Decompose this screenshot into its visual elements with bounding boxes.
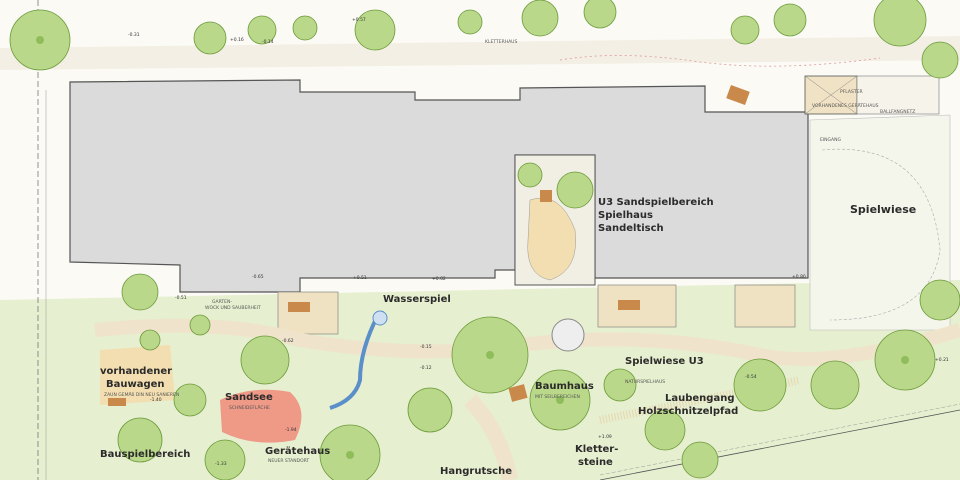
elevation-15: +1.09: [598, 435, 612, 440]
round-feature: [551, 318, 585, 352]
sandsee-area: [220, 389, 302, 443]
u3-sand: [527, 197, 576, 281]
label-hangrutsche: Hangrutsche: [440, 466, 513, 477]
label-kletter: Kletter-: [575, 444, 619, 455]
fence-diagonal-2: [599, 403, 960, 476]
elevation-1: +0.57: [352, 18, 366, 23]
building: [69, 79, 809, 293]
label-wasserspiel: Wasserspiel: [383, 294, 451, 305]
bauspiel-sand: [100, 345, 175, 405]
label-u3-sandspielbereich: U3 Sandspielbereich: [598, 197, 714, 208]
small-label-geraete-sub: NEUER STANDORT: [268, 459, 310, 464]
label-laubengang: Laubengang: [665, 393, 735, 404]
label-steine: steine: [578, 457, 613, 468]
small-label-geraetehaus-vorh: VORHANDENES GERÄTEHAUS: [812, 104, 879, 109]
water-channel: [329, 314, 380, 410]
label-spielwiese: Spielwiese: [850, 203, 917, 216]
fence-diagonal: [599, 409, 960, 480]
label-holzschnitzelpfad: Holzschnitzelpfad: [638, 406, 739, 417]
elevation-4: -0.14: [262, 40, 274, 45]
water-source: [372, 310, 388, 326]
bench-1: [288, 302, 310, 312]
field-arc: [821, 148, 941, 321]
elevation-2: +0.16: [230, 38, 244, 43]
small-label-garten-2: WOCK UND SAUBERHEIT: [205, 306, 261, 311]
small-label-zaun: ZAUN GEMÄß DIN NEU SANIEREN: [104, 393, 180, 398]
hangrutsche-path: [464, 394, 518, 480]
elevation-5: +0.02: [432, 277, 446, 282]
small-label-garten: GARTEN-: [212, 300, 232, 305]
holzschnitzelpfad-line: [599, 376, 801, 424]
small-label-ballfang: BALLFANGNETZ: [880, 110, 916, 115]
label-sandsee: Sandsee: [225, 392, 273, 403]
small-label-pflaster: PFLASTER: [840, 90, 863, 95]
label-sandeltisch: Sandeltisch: [598, 223, 664, 234]
label-geraetehaus: Gerätehaus: [265, 446, 331, 457]
pflaster-area: [856, 75, 940, 115]
deck-mark: [726, 85, 750, 105]
small-label-kletterhaus: KLETTERHAUS: [485, 40, 518, 45]
elevation-18: -1.33: [215, 462, 227, 467]
small-label-sandsee-sub: SCHNEIDEFLÄCHE: [229, 406, 270, 411]
terrace-3: [734, 284, 796, 328]
elevation-12: -0.51: [175, 296, 187, 301]
label-bauspielbereich: Bauspielbereich: [100, 449, 191, 460]
label-spielhaus: Spielhaus: [598, 210, 653, 221]
tree-centers: [36, 36, 909, 459]
small-label-naturspielhaus: NATURSPIELHAUS: [625, 380, 666, 385]
elevation-8: -0.62: [282, 339, 294, 344]
baumhaus-mark: [508, 384, 528, 402]
bench-2: [618, 300, 640, 310]
elevation-13: -1.40: [150, 398, 162, 403]
label-bauwagen: Bauwagen: [106, 379, 165, 390]
elevation-7: +0.51: [353, 276, 367, 281]
small-label-baumhaus-sub: MIT SEILBEREICHEN: [535, 395, 580, 400]
top-curve-line: [559, 55, 881, 67]
elevation-16: -0.54: [745, 375, 757, 380]
label-baumhaus: Baumhaus: [535, 381, 594, 392]
label-vorhandener: vorhandener: [100, 366, 173, 377]
elevation-11: -0.15: [420, 345, 432, 350]
elevation-14: -1.94: [285, 428, 297, 433]
elevation-6: -0.65: [252, 275, 264, 280]
top-path: [0, 36, 960, 70]
elevation-3: -0.31: [128, 33, 140, 38]
label-spielwiese-u3: Spielwiese U3: [625, 356, 704, 367]
elevation-17: +0.21: [935, 358, 949, 363]
elevation-10: +0.80: [792, 275, 806, 280]
elevation-9: -0.12: [420, 366, 432, 371]
terrace-1: [277, 291, 339, 335]
spielhaus-mark: [540, 190, 552, 202]
bauwagen-mark: [108, 398, 126, 406]
small-label-eingang: EINGANG: [820, 138, 841, 143]
